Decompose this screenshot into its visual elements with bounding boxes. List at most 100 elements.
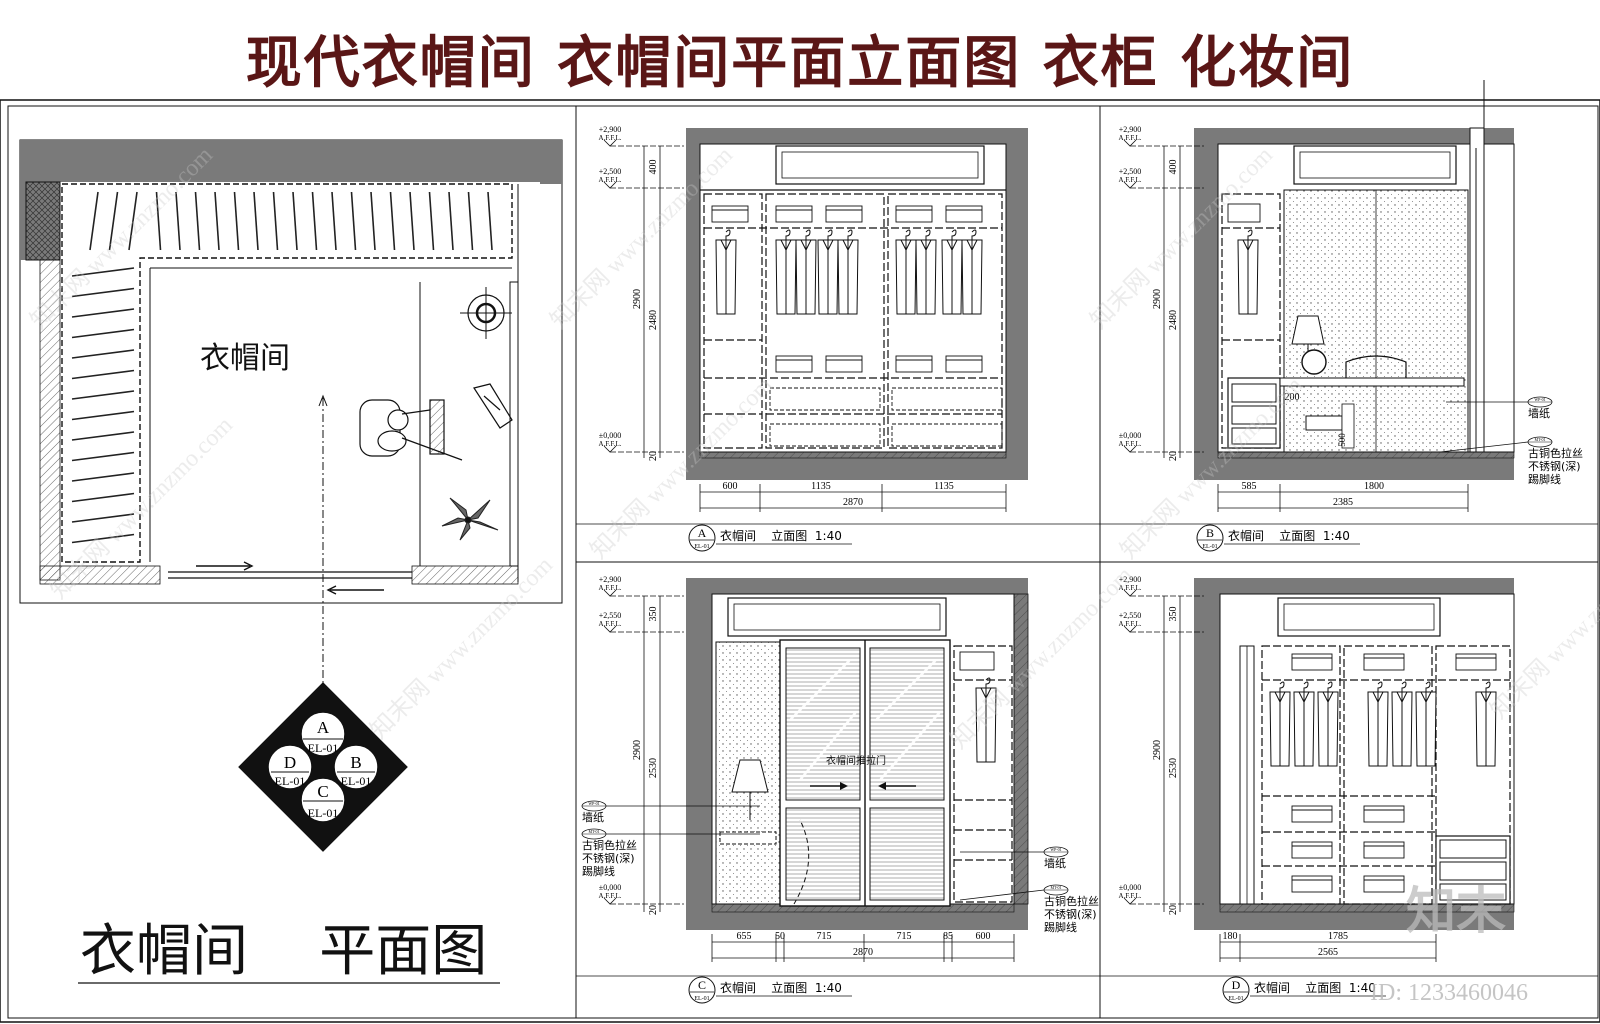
level-mark-value: +2,900: [599, 575, 622, 584]
total-dimension: 2870: [843, 497, 863, 508]
level-mark-value: +2,900: [1119, 575, 1142, 584]
page-title: 现代衣帽间 衣帽间平面立面图 衣柜 化妆间: [245, 31, 1355, 96]
note-text: 不锈钢(深): [582, 852, 635, 865]
vertical-dimension: 2530: [1168, 758, 1179, 778]
horizontal-dimension: 1800: [1364, 481, 1384, 492]
hanging-clothes-c: [975, 677, 997, 763]
level-mark-sub: A.F.F.L.: [599, 620, 622, 628]
vertical-dimension: 2480: [1168, 310, 1179, 330]
caption-letter: A: [698, 526, 707, 540]
storage-boxes-d: [1291, 653, 1497, 893]
horizontal-dimension: 1785: [1328, 931, 1348, 942]
caption-sheet: EL-01: [1202, 544, 1217, 550]
note-tag: WP-01: [588, 801, 599, 806]
level-mark-value: +2,550: [1119, 611, 1142, 620]
caption-text: 衣帽间 立面图 1:40: [1228, 528, 1350, 543]
watermark-logo: 知末: [1406, 882, 1506, 940]
note-tag: WP-01: [1534, 397, 1545, 402]
level-mark-sub: A.F.F.L.: [1119, 134, 1142, 142]
index-sheet-b: EL-01: [341, 774, 372, 788]
vertical-dimension: 2900: [632, 289, 643, 309]
note-tag: WP-01: [1050, 847, 1061, 852]
level-mark-sub: A.F.F.L.: [1119, 176, 1142, 184]
horizontal-dimension: 1135: [934, 481, 954, 492]
horizontal-dimension: 600: [976, 931, 991, 942]
horizontal-dimension: 715: [897, 931, 912, 942]
sheet-frame: [0, 99, 1600, 1023]
watermark-id: ID: 1233460046: [1370, 980, 1528, 1006]
vertical-dimension: 400: [1168, 160, 1179, 175]
door-label: 衣帽间推拉门: [826, 754, 886, 767]
elevation-index-symbol: A EL-01 B EL-01 C EL-01 D EL-01: [238, 682, 408, 852]
level-mark-sub: A.F.F.L.: [1119, 892, 1142, 900]
level-mark-sub: A.F.F.L.: [1119, 440, 1142, 448]
total-dimension: 2870: [853, 947, 873, 958]
level-mark-value: +2,500: [599, 167, 622, 176]
level-mark-sub: A.F.F.L.: [1119, 620, 1142, 628]
floor-plan: 衣帽间: [19, 139, 563, 700]
elevation-caption-a: A EL-01 衣帽间 立面图 1:40: [688, 524, 852, 552]
vertical-dimension: 2530: [648, 758, 659, 778]
vertical-dimension: 20: [648, 451, 659, 461]
note-tag: MT-01: [589, 829, 600, 834]
plant-icon: [441, 497, 499, 541]
caption-letter: C: [698, 978, 706, 992]
note-text: 墙纸: [582, 810, 604, 824]
index-letter-d: D: [284, 753, 296, 772]
index-sheet-a: EL-01: [308, 741, 339, 755]
index-letter-c: C: [317, 782, 328, 801]
horizontal-dimension: 1135: [811, 481, 831, 492]
caption-letter: D: [1232, 978, 1241, 992]
level-mark-value: ±0,000: [599, 431, 621, 440]
index-sheet-d: EL-01: [275, 774, 306, 788]
caption-sheet: EL-01: [694, 996, 709, 1002]
note-text: 古铜色拉丝: [1528, 446, 1583, 460]
index-letter-b: B: [350, 753, 361, 772]
horizontal-dimension: 180: [1223, 931, 1238, 942]
level-mark-sub: A.F.F.L.: [599, 440, 622, 448]
total-dimension: 2565: [1318, 947, 1338, 958]
vertical-dimension: 2900: [1152, 740, 1163, 760]
hanging-clothes-b: [1237, 229, 1259, 315]
note-text: 踢脚线: [582, 864, 615, 878]
ceiling-light-icon: [460, 287, 512, 339]
hanging-clothes-a: [715, 229, 983, 315]
level-mark-value: +2,550: [599, 611, 622, 620]
horizontal-dimension: 585: [1242, 481, 1257, 492]
note-tag: MT-01: [1535, 437, 1546, 442]
vertical-dimension: 20: [1168, 451, 1179, 461]
level-mark-value: +2,900: [1119, 125, 1142, 134]
note-text: 踢脚线: [1528, 472, 1561, 486]
vertical-dimension: 400: [648, 160, 659, 175]
elevation-b: [1194, 80, 1515, 480]
level-mark-sub: A.F.F.L.: [599, 176, 622, 184]
caption-text: 衣帽间 立面图 1:40: [720, 528, 842, 543]
vertical-dimension: 20: [648, 905, 659, 915]
note-text: 古铜色拉丝: [582, 838, 637, 852]
vertical-dimension: 350: [648, 607, 659, 622]
chair-icon: [473, 383, 513, 429]
level-mark-value: ±0,000: [1119, 883, 1141, 892]
caption-sheet: EL-01: [694, 544, 709, 550]
material-note: WP-01 墙纸: [581, 800, 760, 824]
vertical-dimension: 350: [1168, 607, 1179, 622]
plan-caption: 衣帽间 平面图: [80, 919, 487, 984]
caption-text: 衣帽间 立面图 1:40: [1254, 980, 1376, 995]
vertical-dimension: 2900: [1152, 289, 1163, 309]
note-text: 不锈钢(深): [1528, 460, 1581, 473]
vertical-dimension: 2480: [648, 310, 659, 330]
elevation-c: 衣帽间推拉门: [686, 578, 1029, 930]
vertical-dimension: 20: [1168, 905, 1179, 915]
horizontal-dimension: 655: [737, 931, 752, 942]
hanger-row-top: [89, 191, 493, 251]
inner-dimension: 200: [1285, 392, 1300, 403]
level-mark-sub: A.F.F.L.: [599, 584, 622, 592]
